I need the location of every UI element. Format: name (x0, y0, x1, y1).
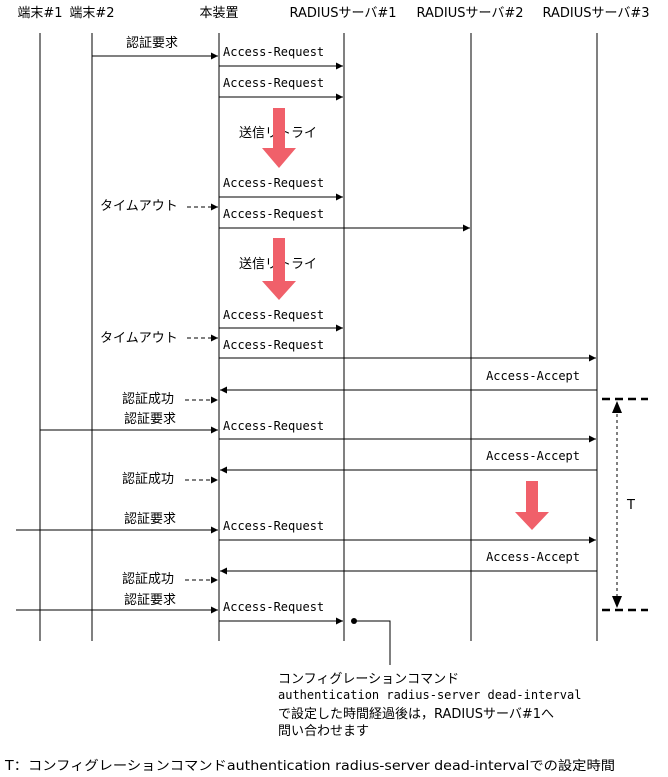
lifeline-label-radius1: RADIUSサーバ#1 (289, 6, 396, 21)
msg-access-request-8: Access-Request (223, 519, 324, 533)
msg-auth-request-3: 認証要求 (124, 511, 176, 527)
msg-auth-request-2: 認証要求 (124, 411, 176, 427)
callout-line-1: コンフィグレーションコマンド (278, 672, 459, 687)
elapsed-down-arrow (515, 481, 549, 530)
interval-arrowhead-bottom (612, 596, 622, 608)
msg-access-request-9: Access-Request (223, 600, 324, 614)
footnote: T：コンフィグレーションコマンドauthentication radius-se… (4, 758, 615, 774)
msg-auth-success-2: 認証成功 (122, 471, 174, 487)
msg-auth-success-1: 認証成功 (122, 391, 174, 407)
callout-line-3: で設定した時間経過後は，RADIUSサーバ#1へ (278, 706, 554, 722)
msg-auth-request-1: 認証要求 (126, 35, 178, 51)
msg-auth-success-3: 認証成功 (122, 571, 174, 587)
lifeline-label-terminal1: 端末#1 (17, 6, 62, 21)
lifeline-label-radius3: RADIUSサーバ#3 (542, 6, 649, 21)
retry-down-arrow-1 (262, 108, 296, 168)
msg-access-request-1: Access-Request (223, 45, 324, 59)
msg-auth-request-4: 認証要求 (124, 592, 176, 608)
interval-label: T (626, 498, 635, 513)
interval-arrowhead-top (612, 401, 622, 413)
msg-access-request-3: Access-Request (223, 176, 324, 190)
msg-access-accept-2: Access-Accept (486, 449, 580, 463)
msg-access-request-2: Access-Request (223, 76, 324, 90)
msg-timeout-1: タイムアウト (100, 199, 178, 214)
msg-access-request-7: Access-Request (223, 419, 324, 433)
msg-timeout-2: タイムアウト (100, 331, 178, 346)
callout-line-4: 問い合わせます (278, 724, 369, 739)
lifeline-label-device: 本装置 (199, 6, 238, 21)
callout-line-2: authentication radius-server dead-interv… (278, 688, 581, 702)
lifeline-label-terminal2: 端末#2 (69, 6, 114, 21)
msg-access-request-4: Access-Request (223, 207, 324, 221)
lifeline-label-radius2: RADIUSサーバ#2 (416, 6, 523, 21)
msg-access-accept-3: Access-Accept (486, 550, 580, 564)
msg-access-request-6: Access-Request (223, 338, 324, 352)
retry-down-arrow-2 (262, 238, 296, 300)
callout-leader (354, 620, 391, 665)
msg-access-request-5: Access-Request (223, 308, 324, 322)
msg-access-accept-1: Access-Accept (486, 369, 580, 383)
